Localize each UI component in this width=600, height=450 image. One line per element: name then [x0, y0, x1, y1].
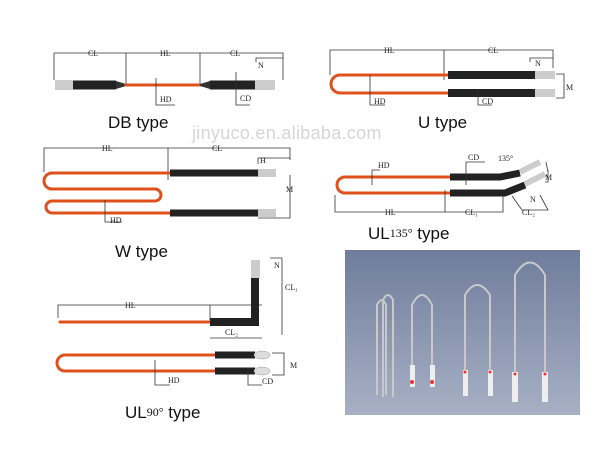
label-cl: CL: [488, 46, 498, 55]
label-hd: HD: [374, 97, 386, 106]
label-hd: HD: [110, 216, 122, 225]
label-n: N: [274, 261, 280, 270]
label-n: N: [258, 61, 264, 70]
label-m: M: [286, 185, 293, 194]
label-cd: CD: [482, 97, 493, 106]
label-angle: 135°: [498, 154, 513, 163]
ul90-type-title: UL90° type: [125, 402, 200, 423]
label-m: M: [566, 83, 573, 92]
label-cl: CL: [88, 49, 98, 58]
label-hl: HL: [384, 46, 395, 55]
ul135-type-title: UL135° type: [368, 223, 449, 244]
label-hl: HL: [125, 301, 136, 310]
label-cl2: CL₂: [225, 328, 238, 337]
watermark: jinyuco.en.alibaba.com: [192, 123, 382, 143]
product-photo: [345, 250, 580, 415]
title-text: UL: [125, 403, 147, 422]
label-hd: HD: [168, 376, 180, 385]
title-angle: 135°: [389, 226, 413, 240]
title-angle: 90°: [146, 405, 164, 419]
label-hd: HD: [160, 95, 172, 104]
u-type-drawing: HL CL N M HD CD: [329, 46, 573, 106]
title-suffix: type: [168, 403, 201, 422]
label-cd: CD: [262, 377, 273, 386]
ul90-type-drawing: HL N CL₁ CL₂ HD M CD: [55, 257, 298, 386]
label-cd: CD: [240, 94, 251, 103]
label-hl: HL: [102, 144, 113, 153]
label-h: H: [260, 156, 266, 165]
label-hd: HD: [378, 161, 390, 170]
label-cl: CL: [212, 144, 222, 153]
label-cd: CD: [468, 153, 479, 162]
label-cl2: CL₂: [522, 208, 535, 217]
db-type-drawing: CL HL CL N HD CD: [53, 49, 284, 106]
label-m: M: [545, 173, 552, 182]
u-type-title: U type: [418, 113, 468, 132]
label-cl1: CL₁: [465, 208, 478, 217]
title-suffix: type: [417, 224, 450, 243]
label-m: M: [290, 361, 297, 370]
label-n: N: [530, 195, 536, 204]
label-cl1: CL₁: [285, 283, 298, 292]
label-hl: HL: [385, 208, 396, 217]
ul135-type-drawing: HD CD 135° M N HL CL₁ CL₂: [334, 153, 552, 217]
label-cl: CL: [230, 49, 240, 58]
title-text: UL: [368, 224, 390, 243]
label-n: N: [535, 59, 541, 68]
w-type-drawing: HL CL H M HD: [42, 144, 293, 225]
w-type-title: W type: [115, 242, 168, 261]
label-hl: HL: [160, 49, 171, 58]
db-type-title: DB type: [108, 113, 169, 132]
